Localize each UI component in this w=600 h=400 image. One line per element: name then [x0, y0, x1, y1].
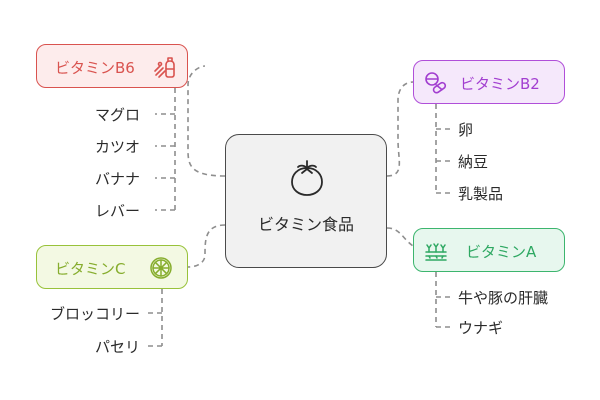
- category-vitamin-a[interactable]: ビタミンA: [413, 228, 565, 272]
- category-label: ビタミンA: [466, 243, 537, 261]
- center-node[interactable]: ビタミン食品: [225, 134, 387, 268]
- list-item: カツオ: [94, 138, 140, 156]
- list-item: 乳製品: [458, 185, 504, 203]
- list-item: ブロッコリー: [49, 305, 140, 323]
- category-label: ビタミンB2: [460, 75, 540, 93]
- link-center-a: [386, 227, 414, 247]
- list-item: バナナ: [94, 170, 140, 188]
- list-item: 牛や豚の肝臓: [458, 289, 549, 307]
- category-vitamin-b6[interactable]: ビタミンB6: [36, 44, 188, 88]
- list-item: レバー: [94, 202, 140, 220]
- center-label: ビタミン食品: [257, 215, 354, 234]
- link-center-b2: [386, 81, 414, 177]
- list-item: パセリ: [94, 338, 140, 356]
- pills-icon: [425, 72, 447, 94]
- carrots-icon: [425, 243, 447, 261]
- list-item: 納豆: [458, 153, 489, 171]
- category-label: ビタミンB6: [55, 59, 135, 77]
- category-label: ビタミンC: [55, 260, 126, 278]
- link-center-b6: [187, 65, 226, 177]
- link-center-c: [187, 224, 226, 268]
- category-vitamin-c[interactable]: ビタミンC: [36, 245, 188, 289]
- list-item: マグロ: [94, 106, 140, 124]
- citrus-slice-icon: [150, 257, 172, 279]
- vegetables-icon: [154, 57, 175, 78]
- list-item: 卵: [458, 121, 474, 139]
- tomato-icon: [291, 160, 323, 196]
- category-vitamin-b2[interactable]: ビタミンB2: [413, 60, 565, 104]
- list-item: ウナギ: [458, 319, 504, 337]
